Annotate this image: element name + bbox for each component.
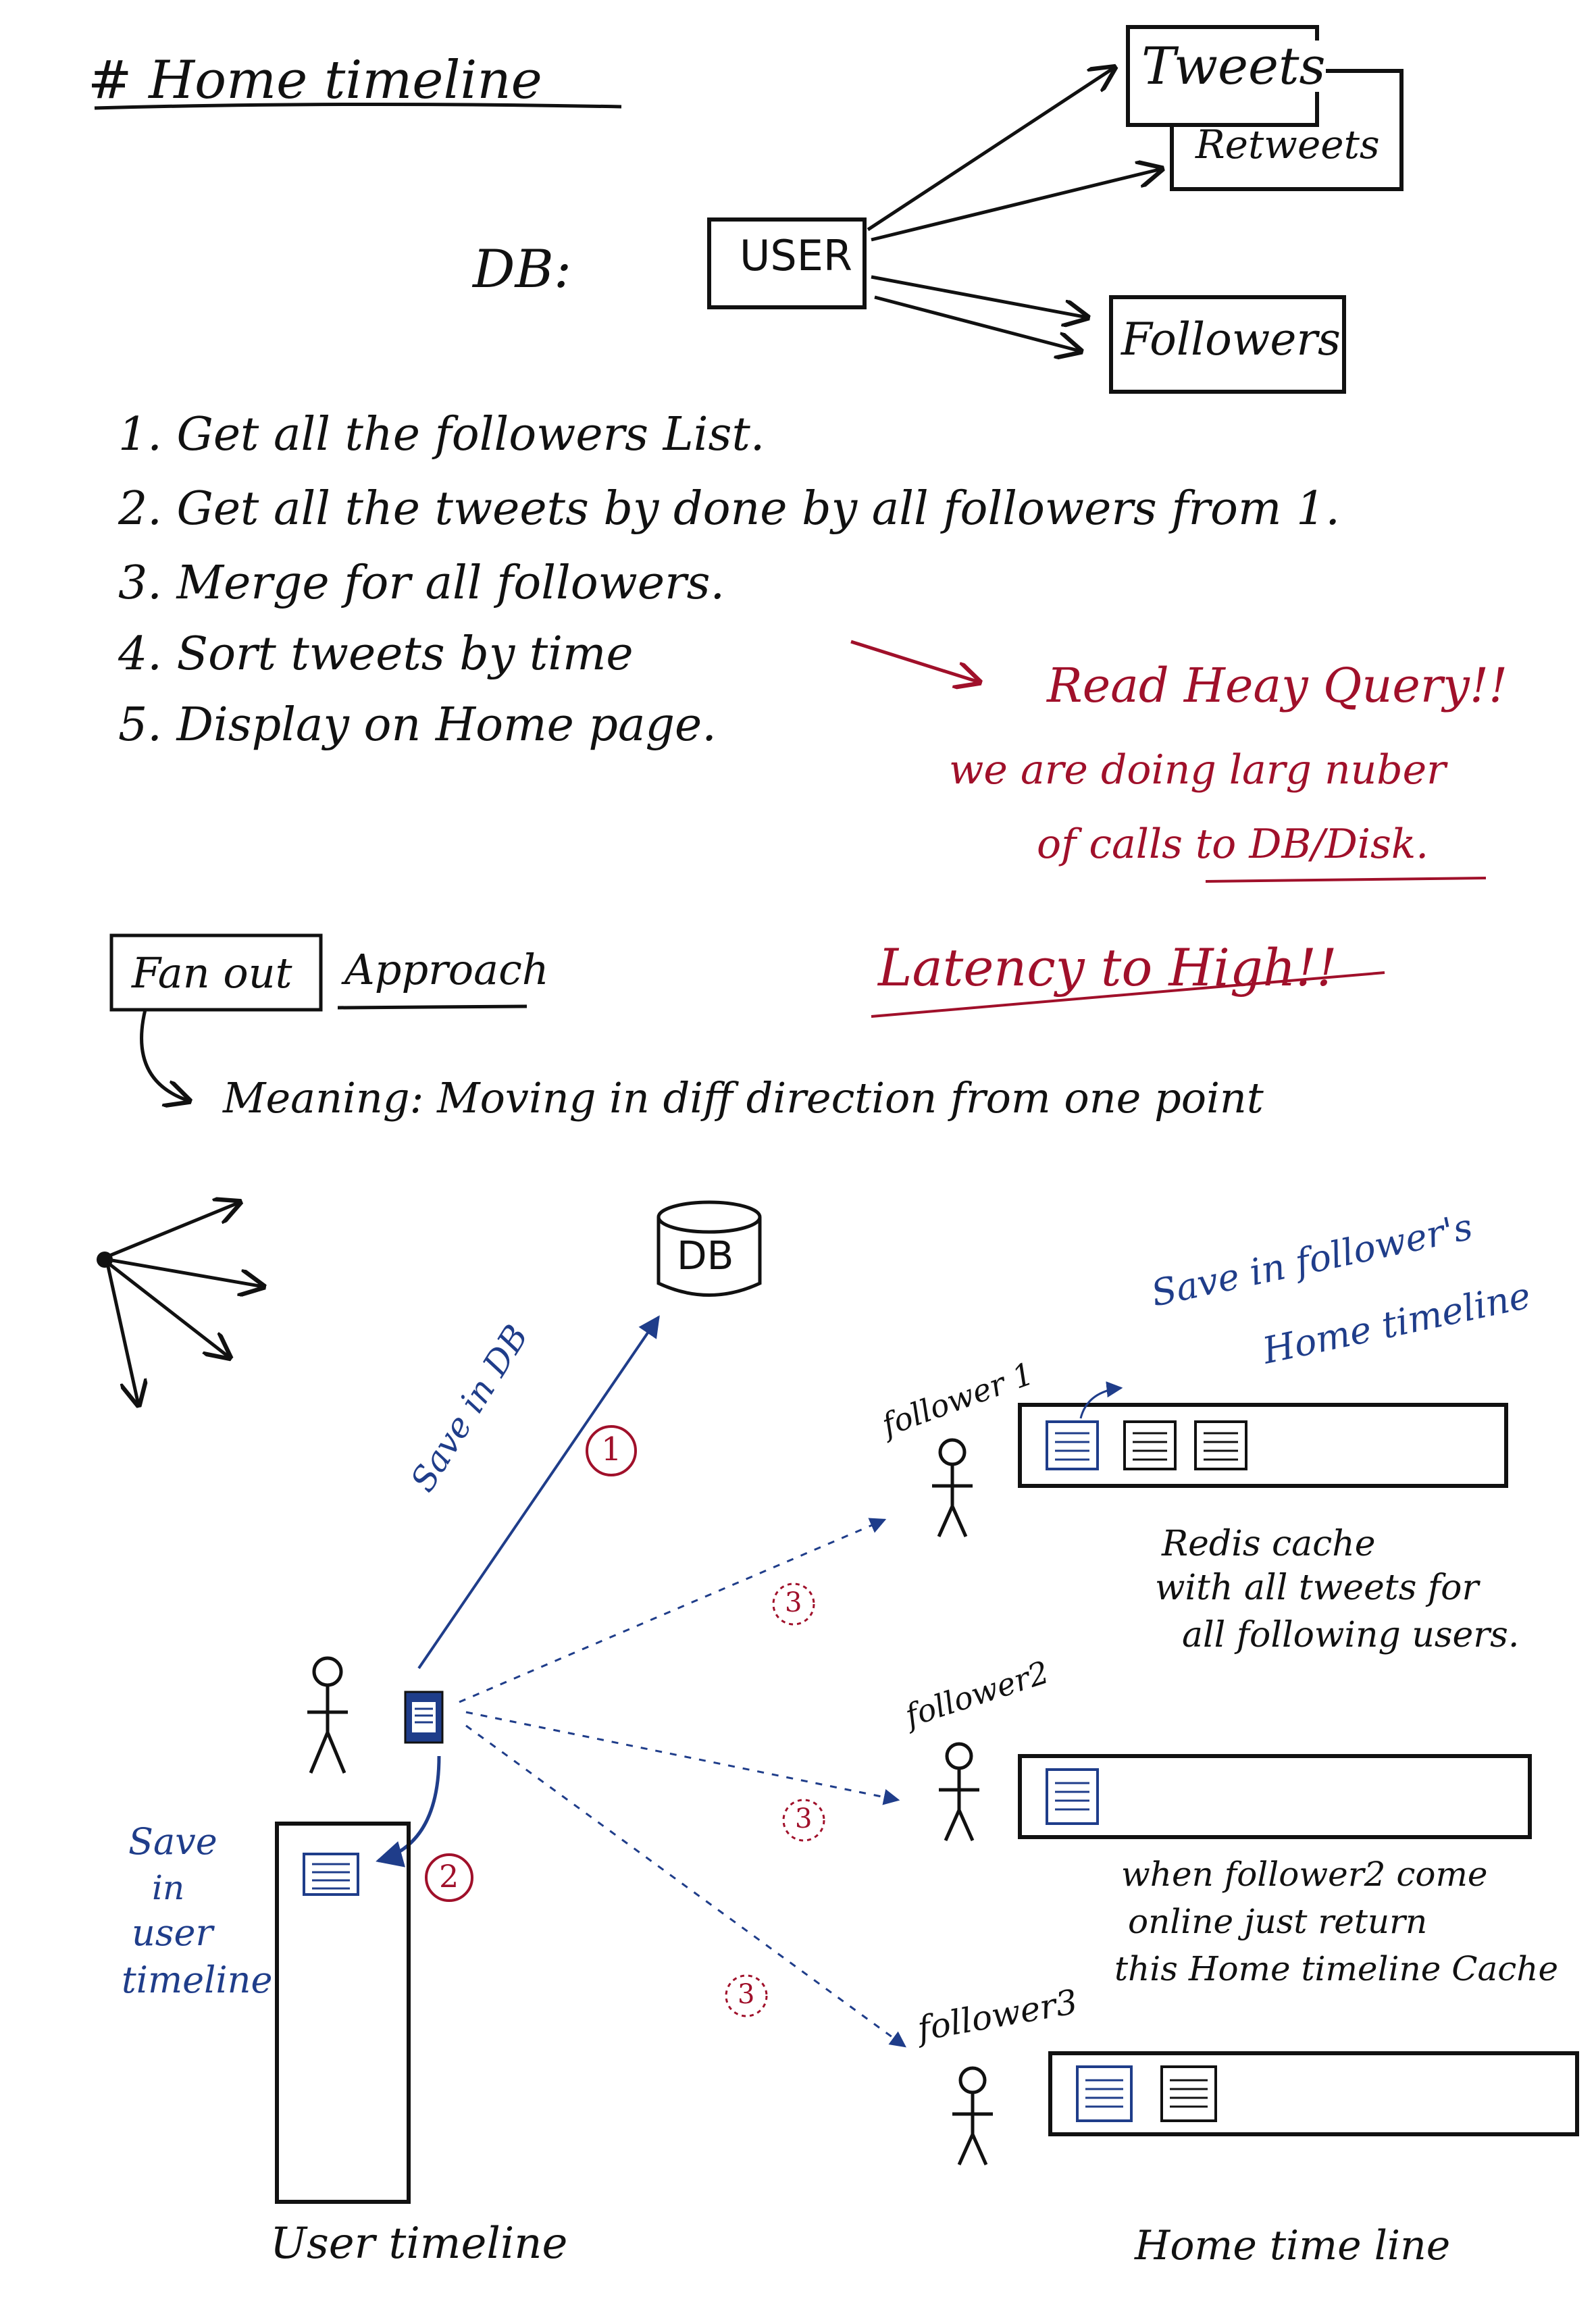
followers-label: Followers xyxy=(1121,313,1341,365)
step3-label-c: 3 xyxy=(738,1979,755,2010)
follower2-home-cache xyxy=(1018,1754,1532,1839)
follower2-note-line3: this Home timeline Cache xyxy=(1114,1949,1559,1988)
dotted-arrow-follower2 xyxy=(465,1711,900,1805)
step3-label-b: 3 xyxy=(795,1803,813,1834)
read-heavy-note: Read Heay Query!! xyxy=(1047,658,1508,713)
db-cylinder xyxy=(657,1200,762,1297)
tweets-label: Tweets xyxy=(1141,36,1326,96)
step-2: 2. Get all the tweets by done by all fol… xyxy=(118,482,1340,536)
follower1-home-cache xyxy=(1018,1403,1508,1488)
calls-note-line2: of calls to DB/Disk. xyxy=(1037,821,1429,868)
arrow-user-tweets xyxy=(867,68,1114,232)
fanout-hook-arrow xyxy=(140,1009,189,1101)
follower3-home-cache xyxy=(1048,2051,1579,2136)
calls-note-line1: we are doing larg nuber xyxy=(949,746,1446,794)
follower1-cache-tweets xyxy=(1046,1420,1247,1470)
arrow-user-followers-a xyxy=(871,275,1087,317)
step-5: 5. Display on Home page. xyxy=(118,698,717,752)
user-label: USER xyxy=(740,231,852,280)
user-timeline-column xyxy=(275,1822,411,2204)
fanout-ray-2 xyxy=(107,1258,263,1287)
arrow-to-read-heavy xyxy=(850,640,979,682)
save-user-line4: timeline xyxy=(122,1959,273,2001)
follower2-cache-tweets xyxy=(1046,1768,1099,1825)
arrow-save-db xyxy=(417,1315,660,1670)
user-timeline-label: User timeline xyxy=(270,2219,568,2269)
fanout-meaning: Meaning: Moving in diff direction from o… xyxy=(223,1073,1264,1123)
save-user-line2: in xyxy=(152,1868,185,1907)
follower1-figure xyxy=(932,1438,973,1538)
fanout-ray-1 xyxy=(107,1202,240,1258)
user-timeline-tweet-icon xyxy=(303,1853,359,1896)
step1-circle xyxy=(586,1425,637,1476)
redis-note-line1: Redis cache xyxy=(1162,1524,1376,1564)
approach-underline xyxy=(337,1004,527,1010)
follower2-note-line1: when follower2 come xyxy=(1121,1855,1488,1894)
dotted-arrow-follower1 xyxy=(459,1518,887,1703)
fanout-ray-4 xyxy=(106,1266,138,1405)
follower2-figure xyxy=(939,1742,979,1842)
step-4: 4. Sort tweets by time xyxy=(118,627,634,681)
latency-underline xyxy=(871,971,1385,1018)
arrow-save-user-timeline xyxy=(376,1755,441,1868)
step-3: 3. Merge for all followers. xyxy=(118,557,725,610)
title-underline xyxy=(94,102,622,110)
db-cylinder-label: DB xyxy=(677,1233,734,1279)
page-title: # Home timeline xyxy=(88,50,542,111)
save-user-line1: Save xyxy=(128,1820,217,1863)
user-box xyxy=(707,217,867,309)
step3-circle-c xyxy=(725,1974,768,2017)
tweet-doc-icon xyxy=(404,1691,444,1744)
disk-underline xyxy=(1205,877,1487,883)
step3-circle-a xyxy=(772,1582,815,1626)
step-1: 1. Get all the followers List. xyxy=(118,408,765,461)
user-stick-figure xyxy=(307,1656,348,1774)
arrow-user-retweets xyxy=(871,169,1162,242)
step3-label-a: 3 xyxy=(785,1587,802,1618)
redis-note-line3: all following users. xyxy=(1182,1615,1520,1655)
fanout-approach: Approach xyxy=(344,945,549,994)
step3-circle-b xyxy=(782,1799,825,1842)
dotted-arrow-follower3 xyxy=(465,1724,906,2048)
arrow-user-followers-b xyxy=(874,295,1081,351)
fanout-box xyxy=(109,933,323,1012)
latency-note: Latency to High!! xyxy=(878,937,1337,998)
home-timeline-label: Home time line xyxy=(1135,2222,1451,2269)
step2-label: 2 xyxy=(439,1858,459,1895)
redis-note-line2: with all tweets for xyxy=(1155,1568,1479,1608)
save-user-line3: user xyxy=(132,1911,213,1954)
retweets-label: Retweets xyxy=(1195,122,1380,168)
arrow-save-follower-home xyxy=(1079,1381,1123,1419)
step2-circle xyxy=(425,1853,473,1902)
db-label: DB: xyxy=(473,239,572,300)
follower3-cache-tweets xyxy=(1076,2065,1217,2122)
step1-label: 1 xyxy=(601,1431,622,1468)
fanout-tag: Fan out xyxy=(132,948,292,998)
follower2-note-line2: online just return xyxy=(1128,1902,1428,1941)
follower3-figure xyxy=(952,2066,993,2166)
fanout-ray-3 xyxy=(107,1262,230,1358)
followers-box xyxy=(1109,295,1346,394)
